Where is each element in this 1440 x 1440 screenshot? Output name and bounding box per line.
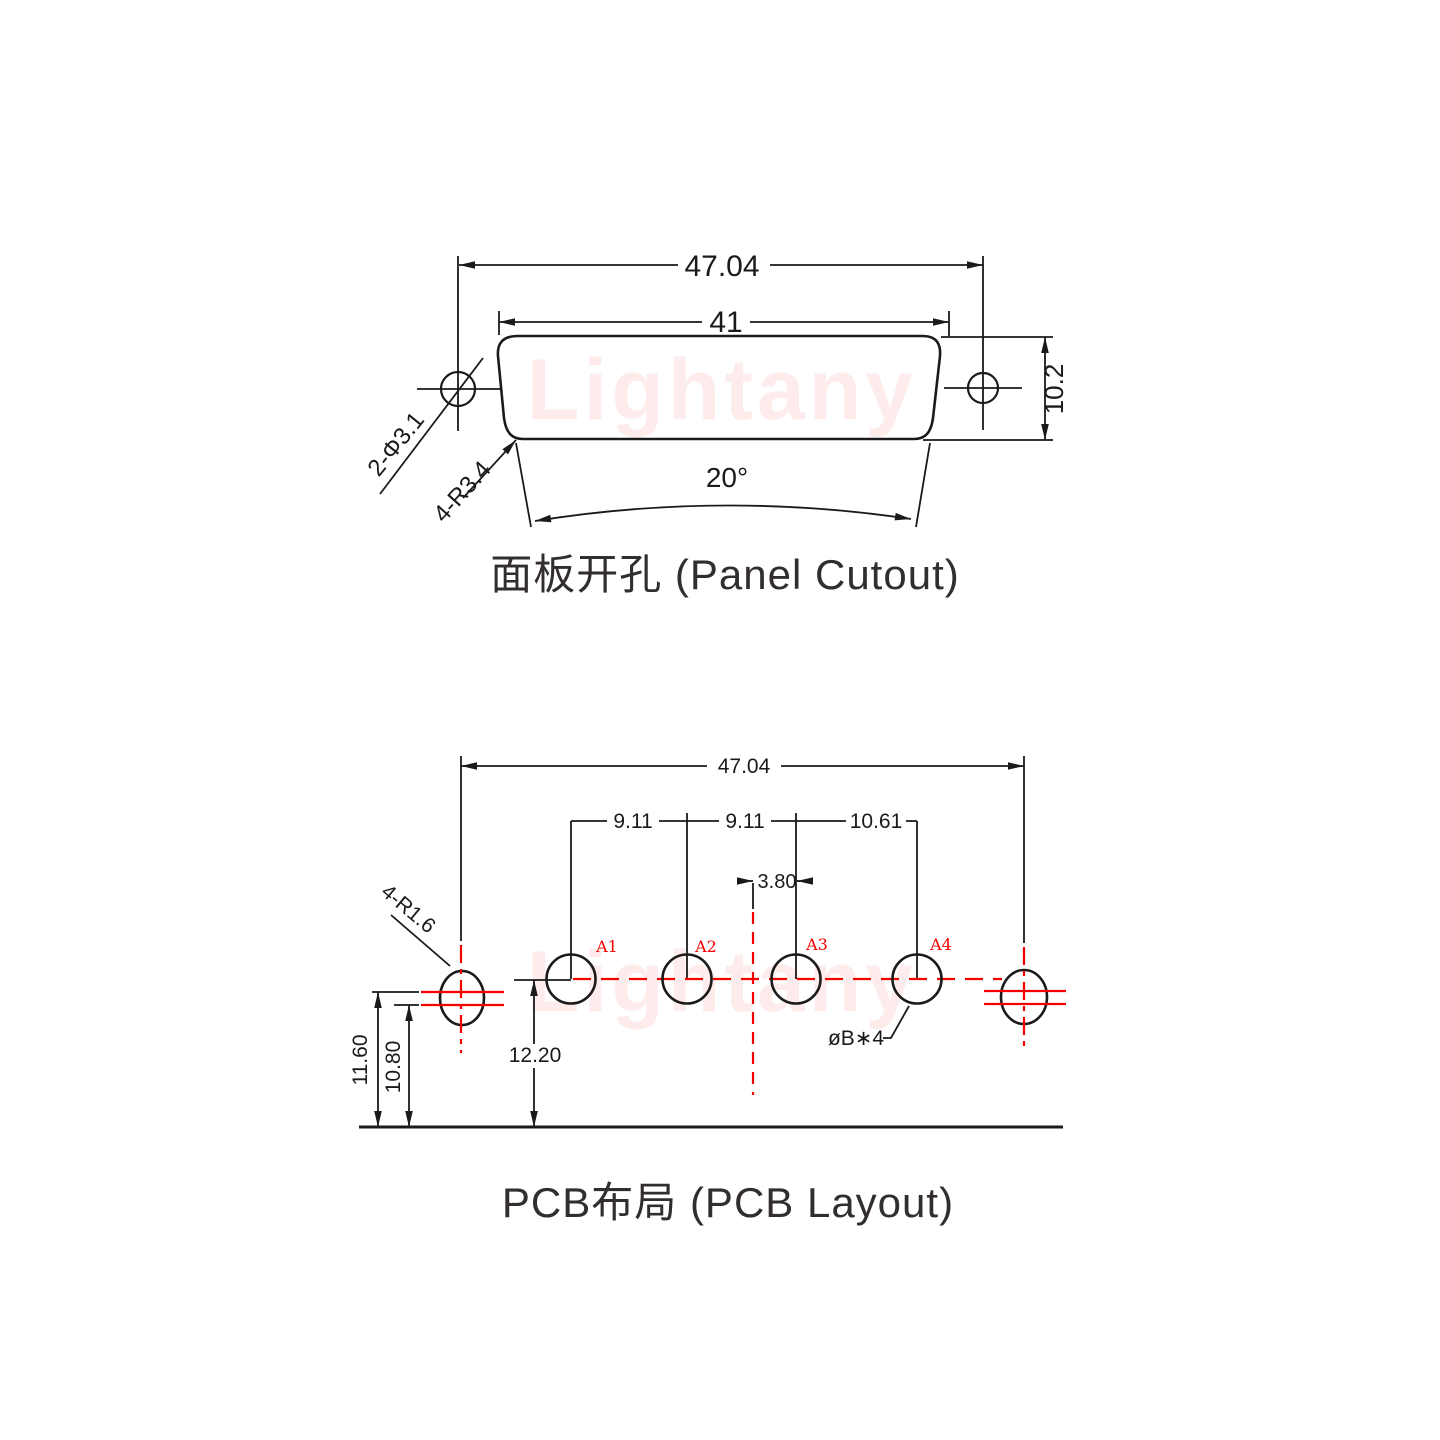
pin-hole-a2 <box>661 953 713 1005</box>
angle-arc <box>534 504 912 523</box>
dim-text-mask <box>702 306 750 336</box>
watermark-top: Lightany <box>527 342 917 438</box>
mount-lower-dim: 10.80 <box>382 1041 405 1094</box>
panel-height-dim: 10.2 <box>1039 364 1069 415</box>
dim-text-mask <box>707 754 781 777</box>
pin-label-a3: A3 <box>805 935 828 954</box>
panel-corner-radius-label: 4-R3.4 <box>428 456 496 528</box>
panel-hole-dia-label: 2-Φ3.1 <box>362 407 429 481</box>
pcb-outer-width-dim: 47.04 <box>718 755 771 778</box>
pin-label-a4: A4 <box>929 935 952 954</box>
pin-dia-label: øB∗4 <box>828 1027 884 1050</box>
panel-cutout-title: 面板开孔 (Panel Cutout) <box>490 551 959 598</box>
mount-radius-leader-line <box>390 914 451 967</box>
pin-dia-leader-line <box>883 1005 910 1039</box>
panel-right-mount-hole <box>966 371 1000 405</box>
panel-cutout-outline <box>496 334 942 441</box>
pin-hole-a4 <box>891 953 943 1005</box>
dim-text-mask <box>607 810 659 832</box>
pin-hole-a3 <box>770 953 822 1005</box>
pitch-dim-1: 9.11 <box>613 810 652 833</box>
dim-text-mask <box>719 810 771 832</box>
pin-label-a1: A1 <box>595 937 618 956</box>
pcb-layout-title: PCB布局 (PCB Layout) <box>502 1179 954 1226</box>
panel-angle-dim: 20° <box>706 462 748 493</box>
pin-label-a2: A2 <box>694 937 717 956</box>
hole-dia-leader-line <box>379 357 484 495</box>
center-offset-dim: 3.80 <box>758 871 797 893</box>
dim-text-mask <box>505 1044 565 1068</box>
mount-upper-dim: 11.60 <box>349 1035 372 1086</box>
pin-hole-a1 <box>545 953 597 1005</box>
pitch-dim-3: 10.61 <box>850 810 903 833</box>
angle-extension-right <box>915 442 931 528</box>
corner-radius-leader-line <box>462 439 517 499</box>
watermark-bottom: Lightany <box>527 934 917 1030</box>
panel-outer-width-dim: 47.04 <box>684 250 759 283</box>
pcb-layout-drawing: 47.04 9.11 9.11 10.61 3.80 A1 A2 A3 A4 <box>349 754 1066 1226</box>
panel-left-mount-hole <box>439 370 477 408</box>
dim-text-mask <box>846 810 906 832</box>
pitch-dim-2: 9.11 <box>725 810 764 833</box>
panel-inner-width-dim: 41 <box>709 306 742 339</box>
angle-extension-left <box>515 442 532 528</box>
dim-text-mask <box>678 250 770 279</box>
row-to-edge-dim: 12.20 <box>509 1044 562 1067</box>
